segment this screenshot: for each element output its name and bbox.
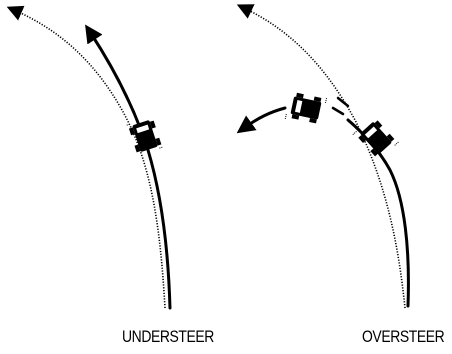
understeer-caption: UNDERSTEER — [122, 327, 214, 346]
car-icon — [284, 92, 328, 124]
intended-path-line — [6, 5, 166, 309]
oversteer-caption: OVERSTEER — [362, 327, 445, 346]
spin-arrow — [236, 106, 287, 134]
actual-path-line — [85, 24, 172, 310]
intended-path-line — [236, 4, 406, 309]
motion-lines — [331, 96, 350, 116]
understeer-diagram — [6, 5, 172, 310]
car-icon — [126, 120, 164, 153]
oversteer-diagram — [236, 4, 410, 309]
car-icon — [352, 120, 400, 157]
